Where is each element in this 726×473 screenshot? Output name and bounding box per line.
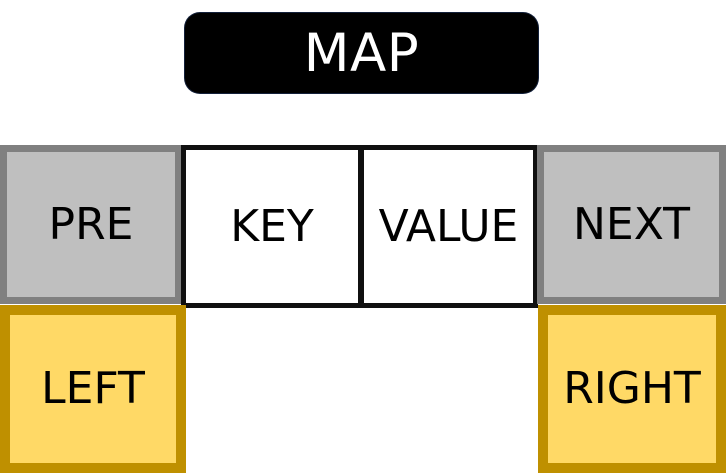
value-cell-label: VALUE <box>378 200 519 252</box>
next-cell[interactable]: NEXT <box>537 145 726 304</box>
pre-cell[interactable]: PRE <box>0 145 182 304</box>
left-cell-label: LEFT <box>41 363 145 414</box>
pre-cell-label: PRE <box>48 198 134 250</box>
map-title-button[interactable]: MAP <box>185 13 538 93</box>
right-cell[interactable]: RIGHT <box>538 305 726 473</box>
value-cell[interactable]: VALUE <box>359 145 538 308</box>
key-cell[interactable]: KEY <box>181 145 363 308</box>
left-cell[interactable]: LEFT <box>0 305 186 473</box>
map-title-label: MAP <box>303 22 420 84</box>
right-cell-label: RIGHT <box>563 363 701 414</box>
next-cell-label: NEXT <box>573 198 690 250</box>
key-cell-label: KEY <box>230 200 314 252</box>
